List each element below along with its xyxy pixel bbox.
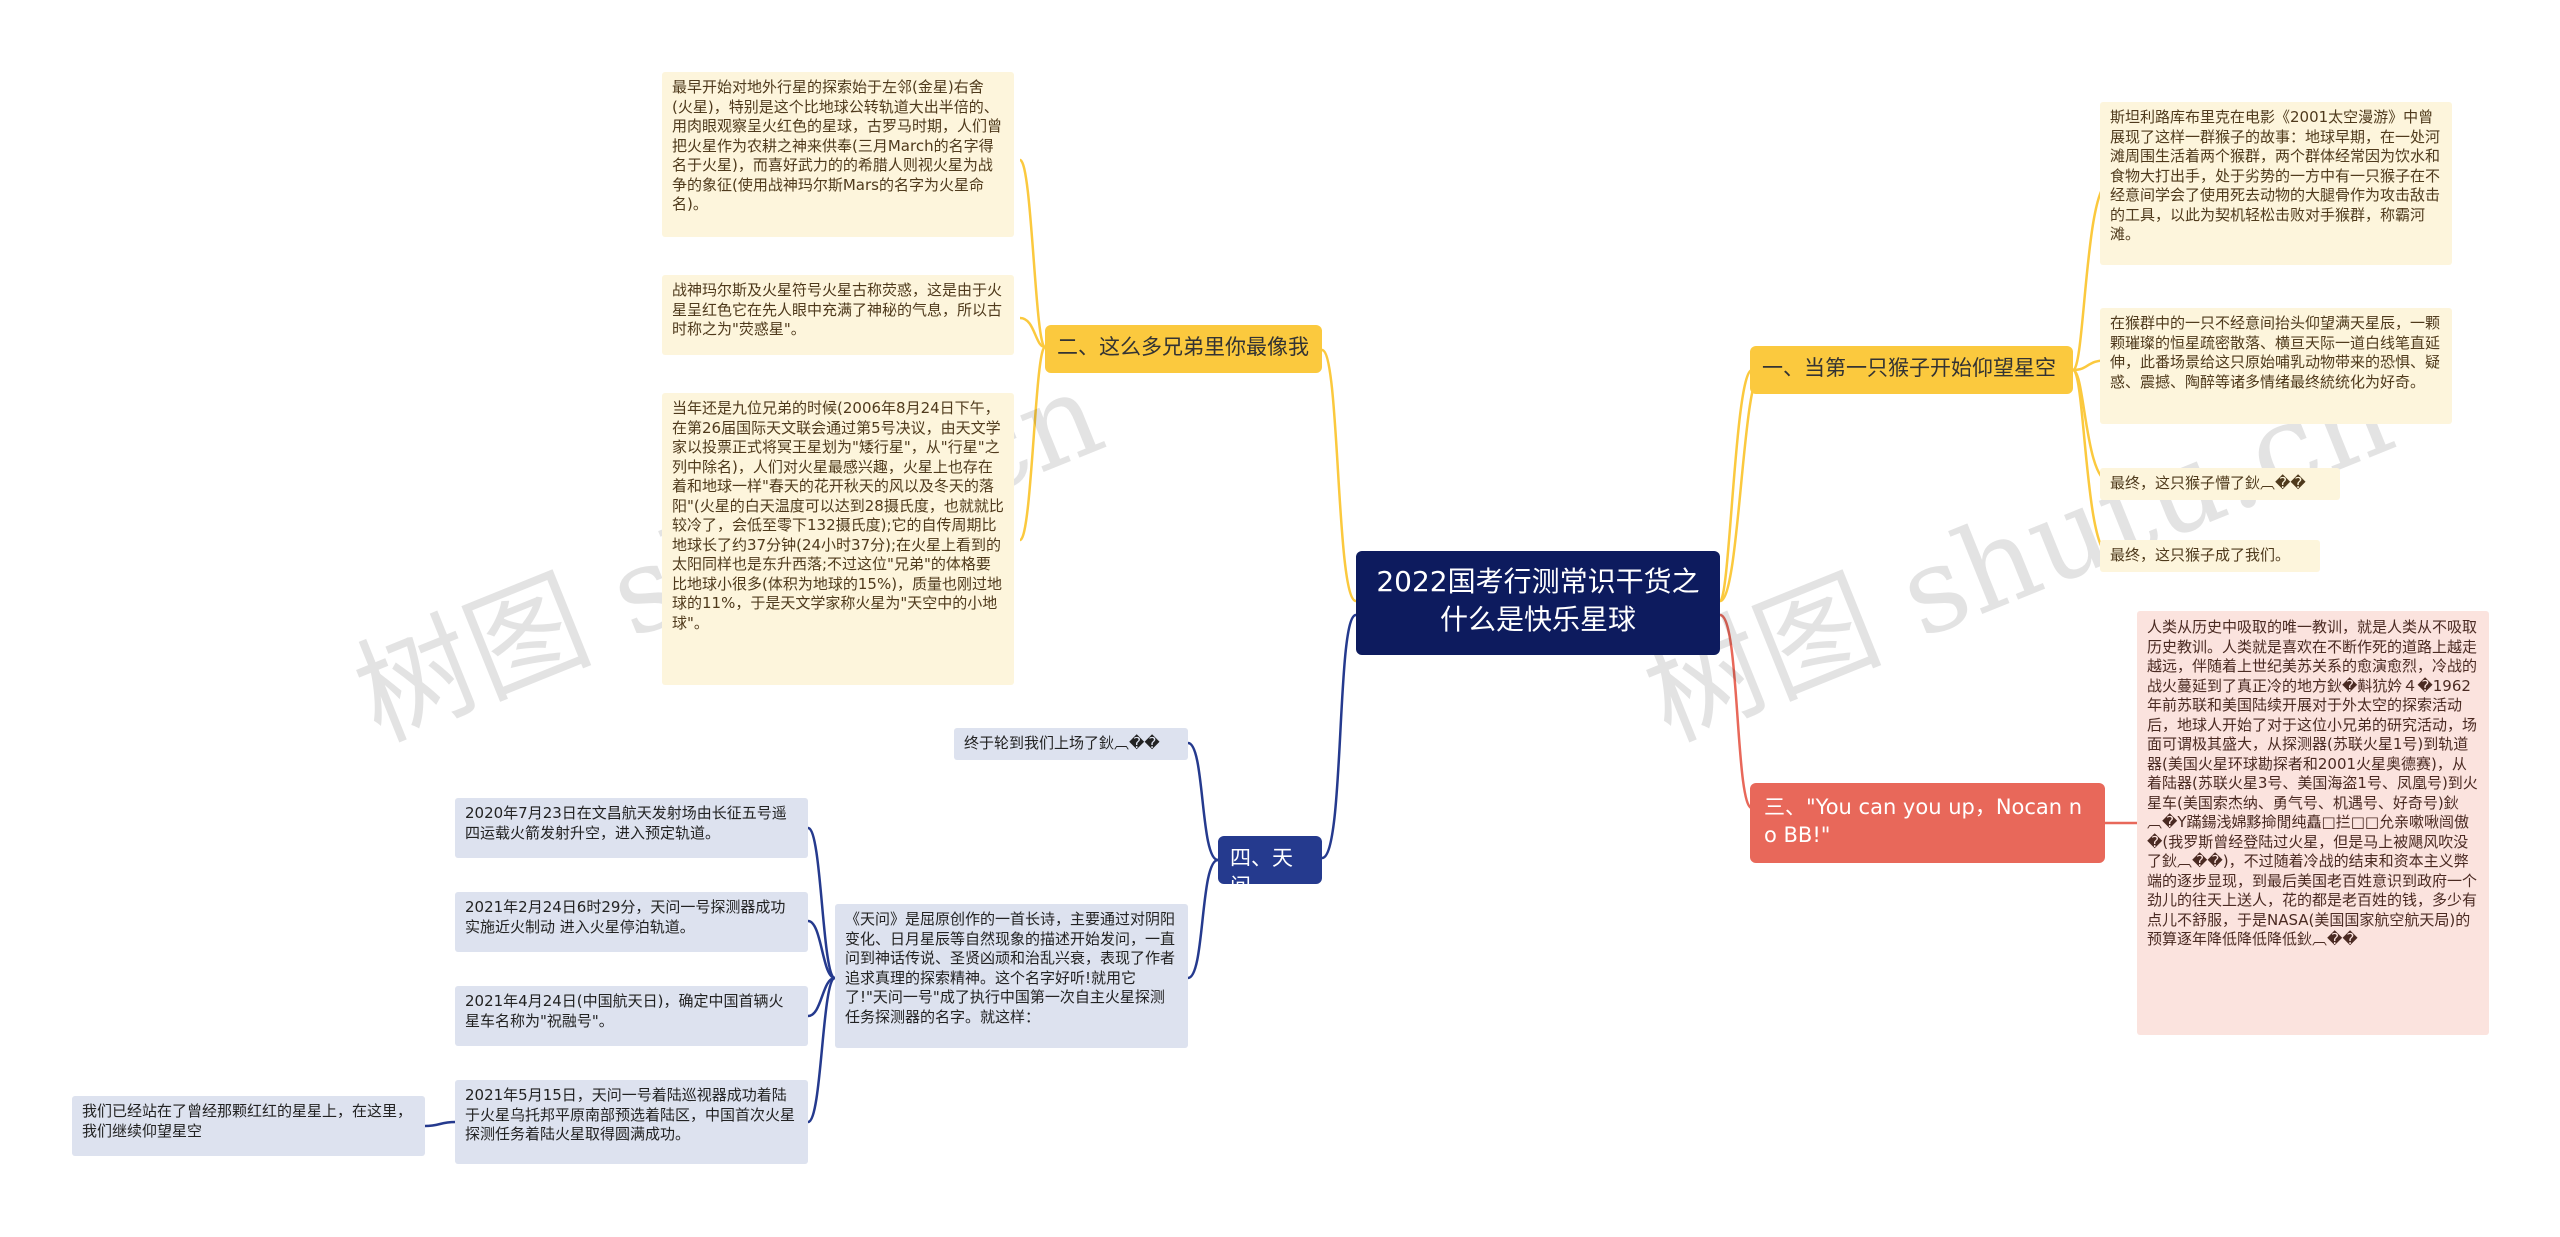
leaf-b4-top[interactable]: 终于轮到我们上场了鈥︹�� bbox=[954, 728, 1188, 760]
leaf-b1-1[interactable]: 斯坦利路库布里克在电影《2001太空漫游》中曾展现了这样一群猴子的故事：地球早期… bbox=[2100, 102, 2452, 265]
timeline-item-1[interactable]: 2020年7月23日在文昌航天发射场由长征五号遥四运载火箭发射升空，进入预定轨道… bbox=[455, 798, 808, 858]
leaf-b4-main[interactable]: 《天问》是屈原创作的一首长诗，主要通过对阴阳变化、日月星辰等自然现象的描述开始发… bbox=[835, 904, 1188, 1048]
link-center-b4 bbox=[1321, 613, 1357, 860]
leaf-b2-1[interactable]: 最早开始对地外行星的探索始于左邻(金星)右舍(火星)，特别是这个比地球公转轨道大… bbox=[662, 72, 1014, 237]
leaf-b1-3[interactable]: 最终，这只猴子懵了鈥︹�� bbox=[2100, 468, 2340, 500]
link-center-b2 bbox=[1320, 348, 1357, 603]
timeline-item-4[interactable]: 2021年5月15日，天问一号着陆巡视器成功着陆于火星乌托邦平原南部预选着陆区，… bbox=[455, 1080, 808, 1164]
leaf-b2-3[interactable]: 当年还是九位兄弟的时候(2006年8月24日下午，在第26届国际天文联会通过第5… bbox=[662, 393, 1014, 685]
branch-b3[interactable]: 三、"You can you up，Nocan no BB!" bbox=[1750, 783, 2105, 863]
branch-b4[interactable]: 四、天问 bbox=[1218, 836, 1322, 898]
branch-b1[interactable]: 一、当第一只猴子开始仰望星空 bbox=[1750, 346, 2073, 394]
timeline-item-2[interactable]: 2021年2月24日6时29分，天问一号探测器成功实施近火制动 进入火星停泊轨道… bbox=[455, 892, 808, 952]
timeline-item-3[interactable]: 2021年4月24日(中国航天日)，确定中国首辆火星车名称为"祝融号"。 bbox=[455, 986, 808, 1046]
central-topic[interactable]: 2022国考行测常识干货之什么是快乐星球 bbox=[1356, 551, 1720, 655]
leaf-b1-4[interactable]: 最终，这只猴子成了我们。 bbox=[2100, 540, 2320, 572]
link-center-b3 bbox=[1719, 613, 1753, 810]
branch-b2[interactable]: 二、这么多兄弟里你最像我 bbox=[1045, 325, 1322, 373]
final-note[interactable]: 我们已经站在了曾经那颗红红的星星上，在这里，我们继续仰望星空 bbox=[72, 1096, 425, 1156]
leaf-b3-1[interactable]: 人类从历史中吸取的唯一教训，就是人类从不吸取历史教训。人类就是喜欢在不断作死的道… bbox=[2137, 611, 2489, 1035]
leaf-b1-2[interactable]: 在猴群中的一只不经意间抬头仰望满天星辰，一颗颗璀璨的恒星疏密散落、横亘天际一道白… bbox=[2100, 308, 2452, 424]
leaf-b2-2[interactable]: 战神玛尔斯及火星符号火星古称荧惑，这是由于火星呈红色它在先人眼中充满了神秘的气息… bbox=[662, 275, 1014, 355]
